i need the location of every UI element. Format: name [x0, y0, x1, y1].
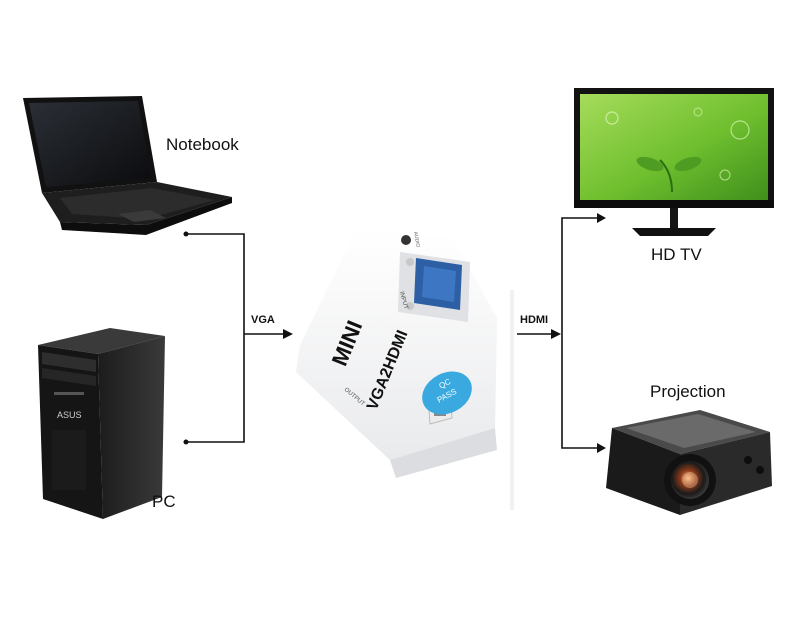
hdmi-connector-lines [517, 213, 606, 453]
pc-logo: ASUS [57, 410, 82, 420]
vga-connector-lines [183, 231, 293, 445]
vga-arrowhead [283, 329, 293, 339]
port-audio-label: AUDIO [412, 231, 421, 248]
hdmi-arrowhead [551, 329, 561, 339]
hdmi-bracket-line [561, 217, 598, 449]
notebook-label: Notebook [166, 135, 239, 154]
pc-label: PC [152, 492, 176, 511]
notebook-image [23, 96, 232, 235]
hd-tv-label: HD TV [651, 245, 702, 264]
projection-label: Projection [650, 382, 726, 401]
hdmi-cable-edge [510, 290, 514, 510]
vga-bracket-line [186, 233, 245, 443]
converter-box: QC PASS MINI VGA2HDMI INPUT OUTPUT AUDIO [296, 231, 497, 478]
hd-tv-image [574, 88, 774, 236]
vga-label: VGA [251, 314, 275, 326]
port-input-label: INPUT [398, 291, 409, 310]
projector-arrowhead [597, 443, 606, 453]
tv-arrowhead [597, 213, 606, 223]
pc-image: ASUS [38, 328, 165, 519]
hdmi-label: HDMI [520, 314, 549, 326]
projector-image [606, 410, 772, 515]
